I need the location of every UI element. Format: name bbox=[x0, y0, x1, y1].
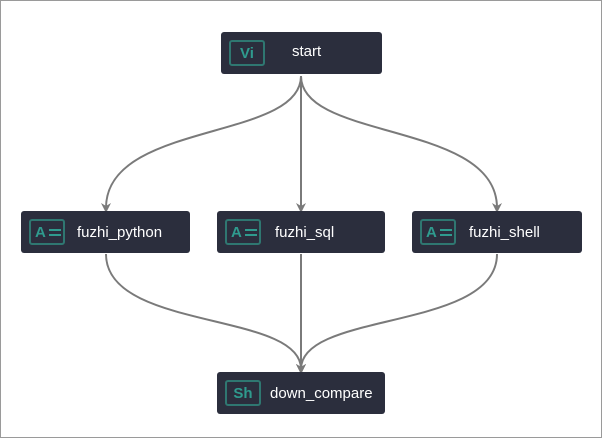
variable-icon: Vi bbox=[229, 40, 265, 66]
node-down-compare-badge: Sh bbox=[233, 384, 253, 402]
node-fuzhi-shell-label: fuzhi_shell bbox=[469, 224, 540, 241]
node-fuzhi-python-badge: A bbox=[35, 223, 46, 241]
node-start-badge: Vi bbox=[240, 44, 254, 62]
edge-start-to-fuzhi-python bbox=[101, 75, 302, 213]
node-down-compare[interactable]: Sh down_compare bbox=[217, 372, 385, 414]
node-fuzhi-shell-badge: A bbox=[426, 223, 437, 241]
edge-fuzhi-python-to-down-compare bbox=[105, 253, 306, 374]
node-start-label: start bbox=[292, 43, 322, 60]
node-fuzhi-python[interactable]: A fuzhi_python bbox=[21, 211, 190, 253]
assign-icon: A bbox=[225, 219, 261, 245]
node-fuzhi-sql[interactable]: A fuzhi_sql bbox=[217, 211, 385, 253]
shell-icon: Sh bbox=[225, 380, 261, 406]
assign-icon: A bbox=[29, 219, 65, 245]
node-fuzhi-python-label: fuzhi_python bbox=[77, 224, 163, 241]
edge-start-to-fuzhi-shell bbox=[300, 75, 502, 213]
node-fuzhi-sql-badge: A bbox=[231, 223, 242, 241]
node-fuzhi-sql-label: fuzhi_sql bbox=[275, 224, 335, 241]
assign-icon: A bbox=[420, 219, 456, 245]
node-down-compare-label: down_compare bbox=[270, 385, 373, 402]
node-start[interactable]: Vi start bbox=[221, 32, 382, 74]
edge-fuzhi-shell-to-down-compare bbox=[296, 253, 498, 374]
node-fuzhi-shell[interactable]: A fuzhi_shell bbox=[412, 211, 582, 253]
